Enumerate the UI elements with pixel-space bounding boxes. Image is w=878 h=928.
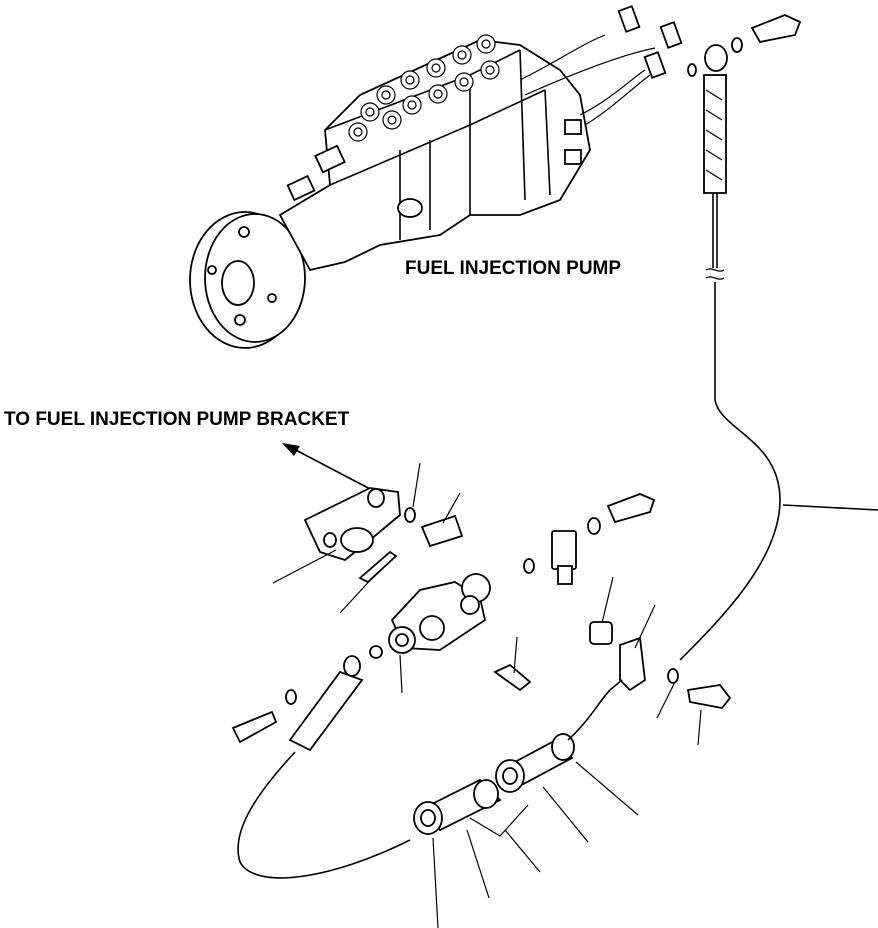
leader-lines [272,462,702,928]
bolt-top [750,14,802,44]
clip-bracket [619,636,732,709]
bracket-arrow [282,443,373,491]
washer-top [731,37,743,53]
connector-2 [659,21,683,49]
cable-eye-end [704,44,728,72]
spacer [589,621,613,645]
delivery-valve-holders [348,34,500,142]
mounting-bracket [303,487,464,584]
cable-sleeve-top [703,74,727,194]
gasket [358,550,398,584]
cable-clamps [413,679,623,837]
connector-3 [643,51,667,79]
switch-sensor [523,493,656,645]
pump-body [278,39,591,272]
cable-lower-end [231,655,411,879]
to-pump-bracket-label: TO FUEL INJECTION PUMP BRACKET [4,409,350,430]
cable-upper-end [679,14,878,661]
fuel-injection-pump [189,5,683,349]
connector-1 [617,5,641,33]
cable-leader-right [782,504,878,511]
washer-bracket [404,507,416,523]
bolt-bracket [420,514,464,548]
valve-assembly [369,573,532,692]
fuel-injection-pump-label: FUEL INJECTION PUMP [405,258,622,279]
